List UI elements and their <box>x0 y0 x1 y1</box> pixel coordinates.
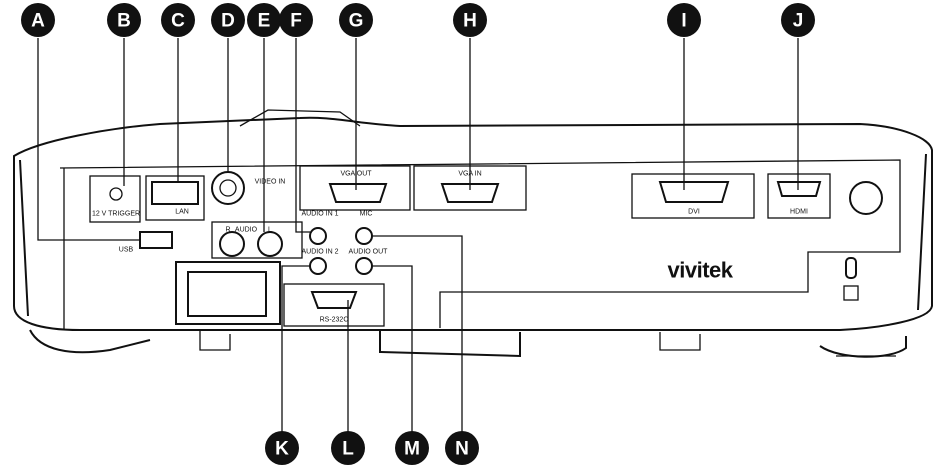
callout-i: I <box>667 3 701 37</box>
port-power <box>175 261 281 325</box>
port-hdmi: HDMI <box>767 173 831 219</box>
label-audio-r: R <box>225 227 230 234</box>
callout-m-letter: M <box>404 439 420 460</box>
port-audio-out: AUDIO OUT <box>349 249 389 275</box>
callout-l: L <box>331 431 365 465</box>
port-audio-in-1: AUDIO IN 1 <box>302 211 339 245</box>
callout-d-letter: D <box>221 11 235 32</box>
callout-f-letter: F <box>290 11 302 32</box>
callout-b-letter: B <box>117 11 131 32</box>
label-mic: MIC <box>360 211 373 218</box>
label-usb: USB <box>119 247 134 254</box>
callout-i-letter: I <box>681 11 686 32</box>
callout-e-letter: E <box>258 11 271 32</box>
callout-h: H <box>453 3 487 37</box>
port-rs232c: RS-232C <box>283 283 385 327</box>
port-lan: LAN <box>145 175 205 221</box>
callout-f: F <box>279 3 313 37</box>
port-vga-out: VGA OUT <box>299 165 411 211</box>
callout-n: N <box>445 431 479 465</box>
callout-e: E <box>247 3 281 37</box>
label-rs232c: RS-232C <box>320 317 349 324</box>
leader-lines <box>37 38 799 440</box>
port-video-in: VIDEO IN <box>211 171 286 205</box>
label-hdmi: HDMI <box>790 209 808 216</box>
callout-g-letter: G <box>349 11 364 32</box>
callout-c-letter: C <box>171 11 185 32</box>
port-audio-rl: R AUDIO L <box>211 221 303 259</box>
callout-d: D <box>211 3 245 37</box>
label-audio-in-2: AUDIO IN 2 <box>302 249 339 256</box>
callout-n-letter: N <box>455 439 469 460</box>
callout-c: C <box>161 3 195 37</box>
label-audio-in-1: AUDIO IN 1 <box>302 211 339 218</box>
label-audio-l: L <box>268 227 272 234</box>
port-dvi: DVI <box>631 173 755 219</box>
callout-a: A <box>21 3 55 37</box>
ir-sensor <box>849 181 883 215</box>
kensington-lock <box>843 257 859 301</box>
label-video-in: VIDEO IN <box>255 179 286 186</box>
callout-j-letter: J <box>793 11 804 32</box>
port-12v-trigger: 12 V TRIGGER <box>89 175 141 223</box>
projector-body <box>13 109 933 358</box>
label-audio-out: AUDIO OUT <box>349 249 389 256</box>
callout-h-letter: H <box>463 11 477 32</box>
label-12v-trigger: 12 V TRIGGER <box>92 211 140 218</box>
port-audio-in-2: AUDIO IN 2 <box>302 249 339 275</box>
port-mic: MIC <box>355 211 373 245</box>
label-dvi: DVI <box>688 209 700 216</box>
port-usb: USB <box>119 231 173 254</box>
label-audio: AUDIO <box>235 227 258 234</box>
callout-g: G <box>339 3 373 37</box>
label-lan: LAN <box>175 209 189 216</box>
callout-k-letter: K <box>275 439 289 460</box>
callout-m: M <box>395 431 429 465</box>
callout-b: B <box>107 3 141 37</box>
brand-logo: vivitek <box>668 258 734 283</box>
callout-a-letter: A <box>31 11 45 32</box>
callout-j: J <box>781 3 815 37</box>
callout-l-letter: L <box>342 439 354 460</box>
callout-k: K <box>265 431 299 465</box>
